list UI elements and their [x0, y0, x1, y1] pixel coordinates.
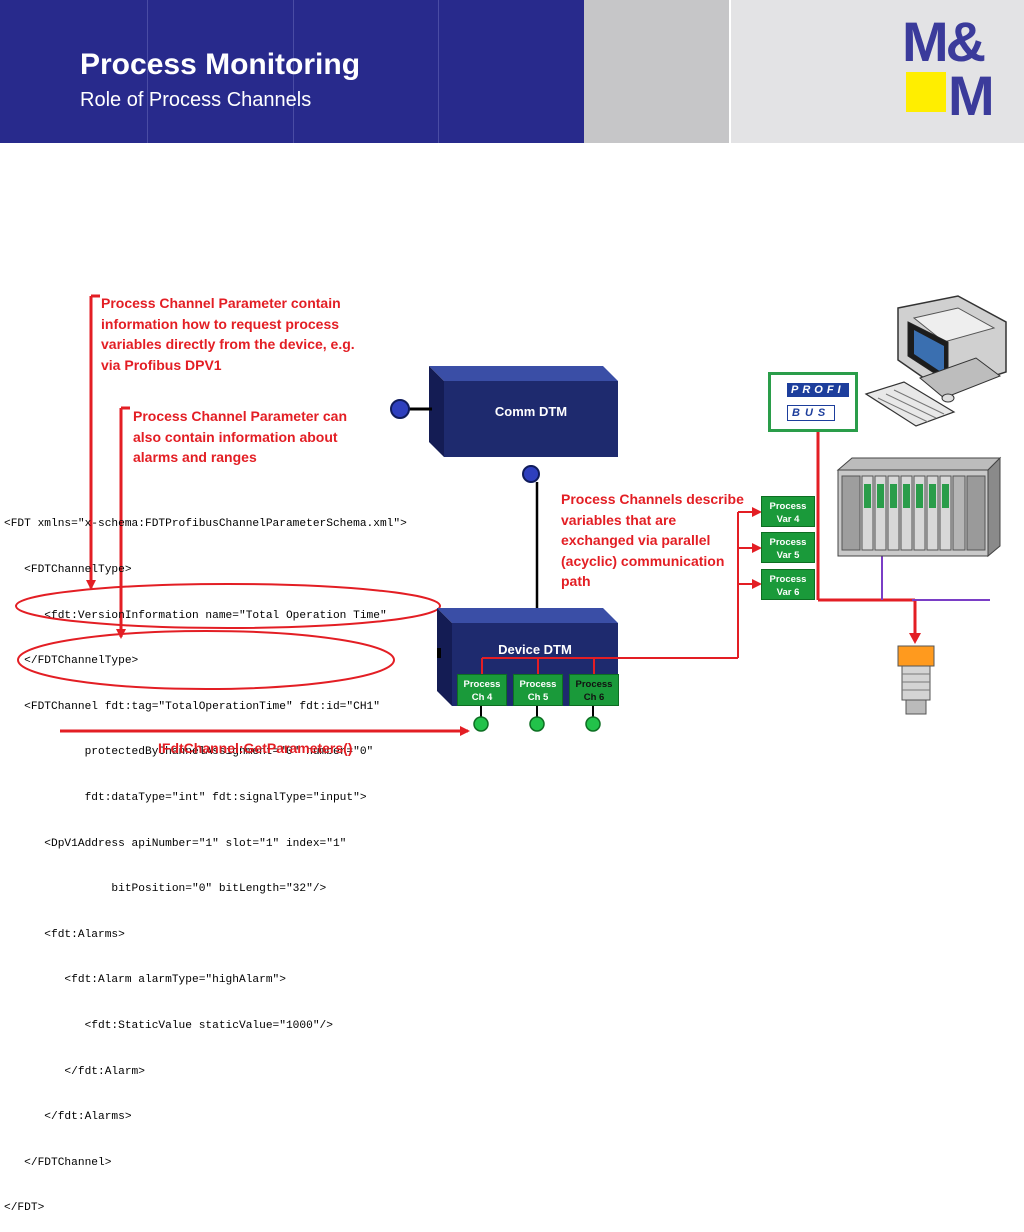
get-parameters-label: IFdtChannel:GetParameters() [158, 740, 353, 756]
note-line: variables that are [561, 511, 677, 528]
note-line: alarms and ranges [133, 449, 257, 465]
var-number: Var 6 [776, 587, 800, 598]
device-dtm-left-tab [437, 648, 441, 658]
note-line: Process Channel Parameter can [133, 408, 347, 424]
sensor-icon [897, 645, 935, 715]
channel-label: Process [575, 679, 613, 690]
process-channel-6: Process Ch 6 [569, 674, 619, 706]
bus-line [816, 432, 917, 636]
header-divider [438, 0, 439, 143]
channel-port [473, 716, 489, 732]
channel-number: Ch 4 [471, 692, 493, 703]
xml-line: protectedByChannelAssignment="0" number=… [4, 746, 374, 759]
process-var-4: Process Var 4 [761, 496, 815, 527]
xml-line: <fdt:Alarms> [4, 928, 125, 941]
process-channel-4: Process Ch 4 [457, 674, 507, 706]
process-var-6: Process Var 6 [761, 569, 815, 600]
note-line: information how to request process [101, 315, 340, 332]
xml-line: <fdt:Alarm alarmType="highAlarm"> [4, 974, 286, 987]
xml-line: <FDTChannelType> [4, 564, 132, 576]
logo-yellow-square [906, 72, 946, 112]
xml-line: </FDTChannelType> [4, 655, 139, 668]
note-alarms: Process Channel Parameter can also conta… [133, 406, 347, 468]
var-number: Var 5 [776, 550, 800, 561]
note1-arrow [86, 294, 100, 590]
header-divider [147, 0, 148, 143]
xml-line: <fdt:VersionInformation name="Total Oper… [4, 609, 387, 622]
alarm-highlight-ellipse [17, 630, 395, 690]
xml-line: <FDT xmlns="x-schema:FDTProfibusChannelP… [4, 518, 407, 531]
xml-line: <FDTChannel fdt:tag="TotalOperationTime"… [4, 700, 380, 713]
comm-dtm-label: Comm DTM [494, 404, 568, 419]
diagram-canvas [15, 294, 1007, 736]
channel-port [585, 716, 601, 732]
profibus-logo: PROFI BUS [768, 372, 858, 432]
xml-line: </FDTChannel> [4, 1156, 112, 1169]
note-line: exchanged via parallel [561, 532, 711, 548]
plc-rack-icon [836, 456, 1002, 558]
comm-dtm-port [390, 399, 410, 419]
channel-port [529, 716, 545, 732]
xml-line: <DpV1Address apiNumber="1" slot="1" inde… [4, 837, 347, 850]
var-label: Process [769, 537, 807, 548]
channel-number: Ch 5 [527, 692, 549, 703]
note-channel-parameter: Process Channel Parameter contain inform… [101, 293, 355, 375]
note2-arrow [116, 406, 130, 639]
var-label: Process [769, 501, 807, 512]
header-light-band [731, 0, 1024, 143]
profibus-logo-bottom: BUS [787, 405, 836, 421]
process-var-5: Process Var 5 [761, 532, 815, 563]
slide-header: Process Monitoring Role of Process Chann… [0, 0, 1024, 143]
channel-label: Process [519, 679, 557, 690]
page-subtitle: Role of Process Channels [80, 89, 312, 111]
xml-line: </fdt:Alarms> [4, 1111, 132, 1124]
header-divider [293, 0, 294, 143]
xml-line: fdt:dataType="int" fdt:signalType="input… [4, 791, 367, 804]
xml-line: bitPosition="0" bitLength="32"/> [4, 883, 327, 896]
note-line: (acyclic) communication [561, 552, 725, 569]
note-line: variables directly from the device, e.g. [101, 336, 355, 352]
header-grey-band [584, 0, 729, 143]
note-line: Process Channel Parameter contain [101, 295, 341, 311]
logo-text-bottom: M [948, 64, 995, 127]
xml-line: </fdt:Alarm> [4, 1065, 145, 1078]
note-line: Process Channels describe [561, 491, 744, 507]
process-channel-5: Process Ch 5 [513, 674, 563, 706]
comm-dtm-box [429, 366, 618, 457]
var-number: Var 4 [776, 514, 800, 525]
note-process-channels: Process Channels describe variables that… [561, 489, 744, 592]
header-blue-band [0, 0, 584, 143]
device-dtm-label: Device DTM [498, 642, 572, 657]
device-dtm-box [437, 608, 618, 706]
channel-label: Process [463, 679, 501, 690]
note-line: path [561, 573, 591, 589]
note-line: also contain information about [133, 428, 338, 445]
page-title: Process Monitoring [80, 48, 361, 81]
xml-line: </FDT> [4, 1202, 45, 1215]
comm-dtm-bottom-port [522, 465, 540, 483]
computer-icon [864, 295, 1007, 427]
profibus-logo-top: PROFI [787, 383, 849, 397]
mm-logo: M& M [900, 12, 1004, 127]
logo-text-top: M& [902, 10, 986, 73]
channel-number: Ch 6 [583, 692, 605, 703]
dpv1-highlight-ellipse [15, 583, 441, 629]
var-label: Process [769, 574, 807, 585]
xml-listing: <FDT xmlns="x-schema:FDTProfibusChannelP… [4, 487, 444, 1232]
note-line: via Profibus DPV1 [101, 356, 222, 373]
xml-line: <fdt:StaticValue staticValue="1000"/> [4, 1019, 333, 1032]
